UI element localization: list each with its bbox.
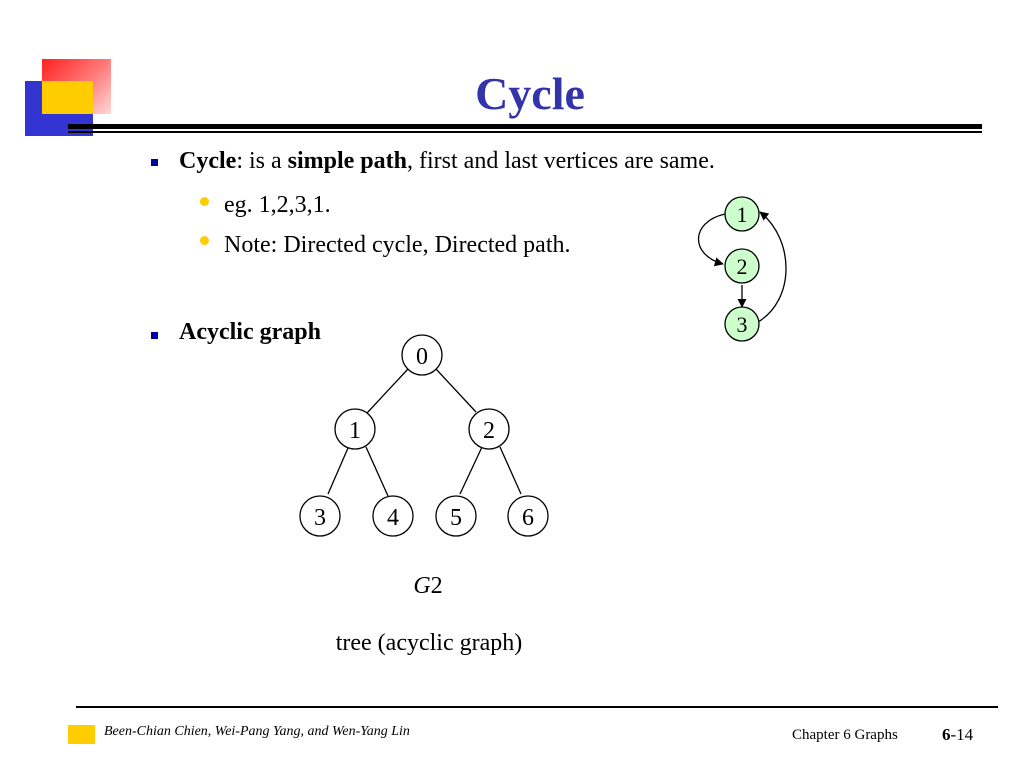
tree-edge-2-6 [499,446,522,495]
cycle-node-label: 3 [737,312,748,337]
tree-node-label: 2 [483,418,495,444]
term-simple-path: simple path [287,148,407,174]
tree-edge-1-3 [327,447,349,495]
tree-edge-2-5 [459,446,483,495]
title-rule-thin [68,131,982,133]
cycle-node-circle [724,196,760,232]
edge-3-to-1 [757,211,787,323]
footer-rule [76,706,998,708]
cycle-node-label: 2 [737,254,748,279]
footer-authors: Been-Chian Chien, Wei-Pang Yang, and Wen… [104,724,410,739]
tree-node-circle [435,495,477,537]
tree-node-label: 3 [314,505,326,531]
tree-graph: 0 1 2 3 4 5 6 G2 tree (acyclic graph) [299,334,549,656]
bullet-acyclic-graph: Acyclic graph [179,319,321,345]
graph-name-number: 2 [431,573,443,599]
footer-page-number: 6-14 [942,725,973,745]
footer-yellow-box [68,725,95,744]
bullet-cycle-definition: Cycle: is a simple path, first and last … [179,146,715,176]
edge-1-to-2 [697,213,726,267]
bullet-square-icon [151,332,158,339]
sub-bullet-example: eg. 1,2,3,1. [224,192,331,218]
tree-edge-0-1 [366,368,409,414]
tree-node-label: 6 [522,505,534,531]
tree-edge-1-4 [365,446,389,497]
cycle-graph: 1 2 3 [697,196,787,342]
def-part2: , first and last vertices are same. [407,148,715,174]
decor-yellow-square [42,81,93,114]
bullet-dot-icon [200,197,209,206]
tree-node-circle [372,495,414,537]
tree-node-circle [401,334,443,376]
tree-node-circle [334,408,376,450]
tree-edge-0-2 [435,368,477,413]
def-part1: : is a [236,148,288,174]
title-rule-thick [68,124,982,129]
footer-chapter: Chapter 6 Graphs [792,727,898,743]
tree-node-label: 5 [450,505,462,531]
term-cycle: Cycle [179,148,237,174]
page-major: 6 [942,725,951,744]
cycle-node-label: 1 [737,202,748,227]
tree-caption: tree (acyclic graph) [336,630,523,656]
tree-node-circle [468,408,510,450]
sub-bullet-note: Note: Directed cycle, Directed path. [224,232,571,258]
page-minor: -14 [950,725,974,744]
graph-name-letter: G [413,573,430,599]
bullet-dot-icon [200,236,209,245]
tree-node-circle [299,495,341,537]
tree-node-circle [507,495,549,537]
tree-node-label: 1 [349,418,361,444]
cycle-node-circle [724,306,760,342]
slide-title: Cycle [475,68,585,119]
cycle-node-circle [724,248,760,284]
graph-name-label: G2 [413,573,442,599]
tree-node-label: 4 [387,505,399,531]
tree-node-label: 0 [416,344,428,370]
bullet-square-icon [151,159,158,166]
